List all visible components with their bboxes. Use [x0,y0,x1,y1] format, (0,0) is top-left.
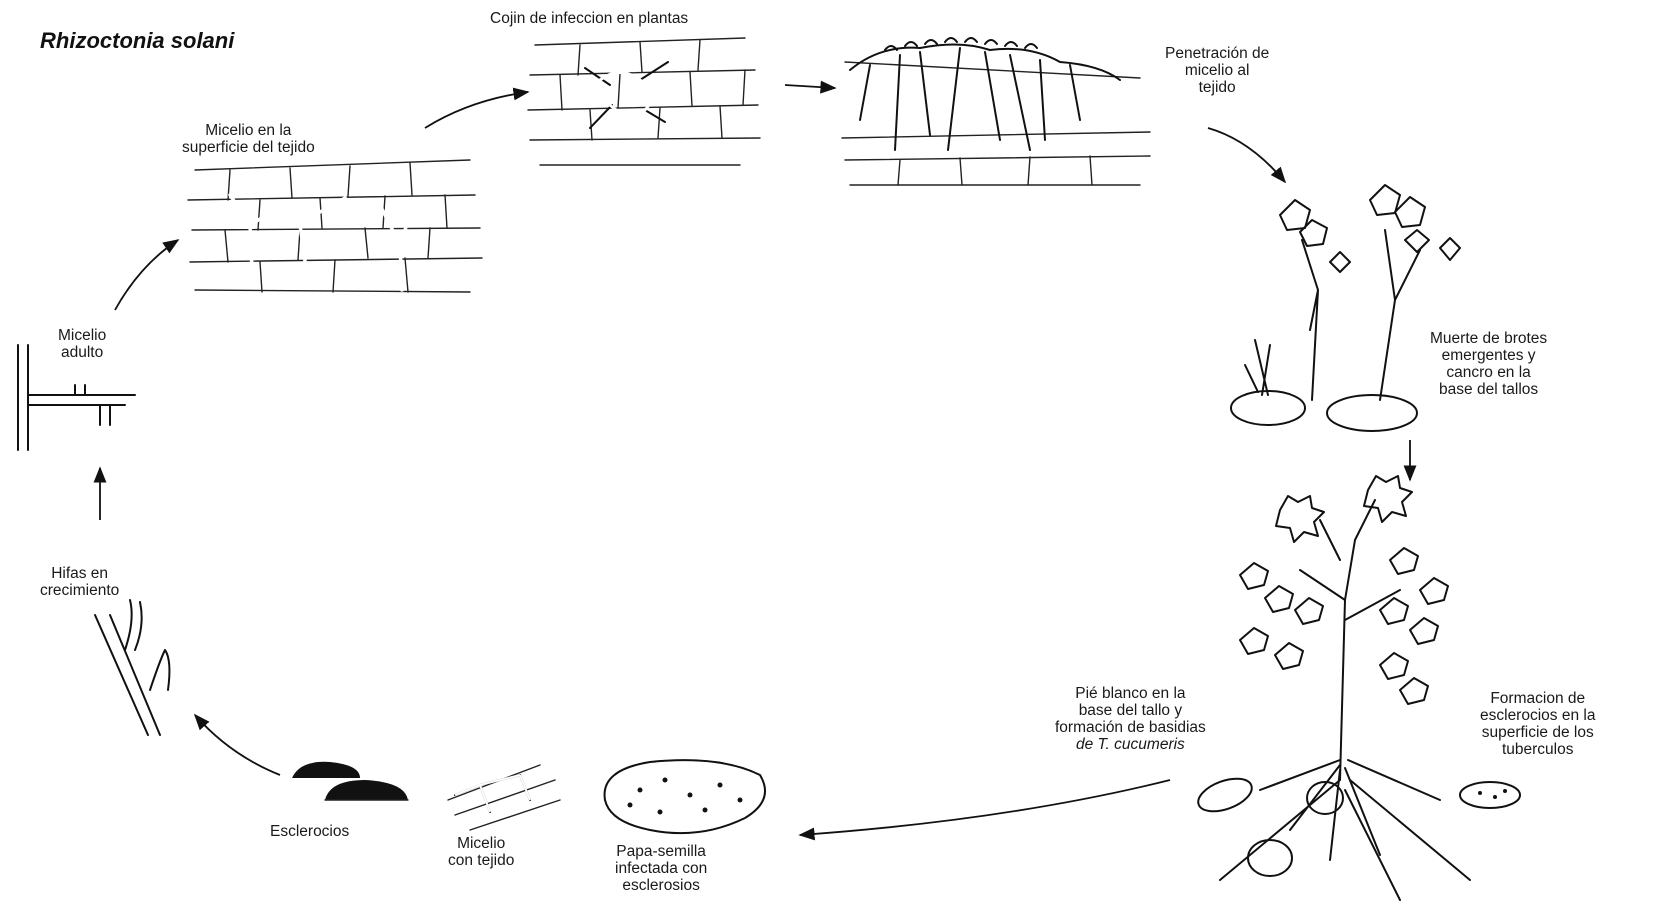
sclerotia-illustration [292,762,408,800]
label-micelio-adulto: Micelio adulto [58,327,106,361]
infected-seed-tuber-illustration [605,760,765,833]
infection-cushion-illustration [528,38,760,165]
growing-hyphae-illustration [95,600,169,735]
label-formacion-esclerocios: Formacion de esclerocios en la superfici… [1480,690,1595,758]
label-papa-semilla: Papa-semilla infectada con esclerosios [615,843,707,894]
label-muerte-brotes: Muerte de brotes emergentes y cancro en … [1430,330,1547,398]
label-micelio-superficie: Micelio en la superficie del tejido [182,122,315,156]
label-esclerocios: Esclerocios [270,823,349,840]
label-cojin: Cojin de infeccion en plantas [490,10,688,27]
label-pie-blanco: Pié blanco en la base del tallo y formac… [1055,685,1206,753]
dying-sprouts-illustration [1231,185,1460,431]
label-hifas: Hifas en crecimiento [40,565,119,599]
mycelium-with-tissue-illustration [448,765,560,830]
potato-plant-illustration [1194,476,1520,900]
tissue-penetration-illustration [842,38,1150,185]
label-penetracion: Penetración de micelio al tejido [1165,45,1269,96]
label-micelio-tejido: Micelio con tejido [448,835,514,869]
mycelium-on-tissue-illustration [188,160,482,292]
